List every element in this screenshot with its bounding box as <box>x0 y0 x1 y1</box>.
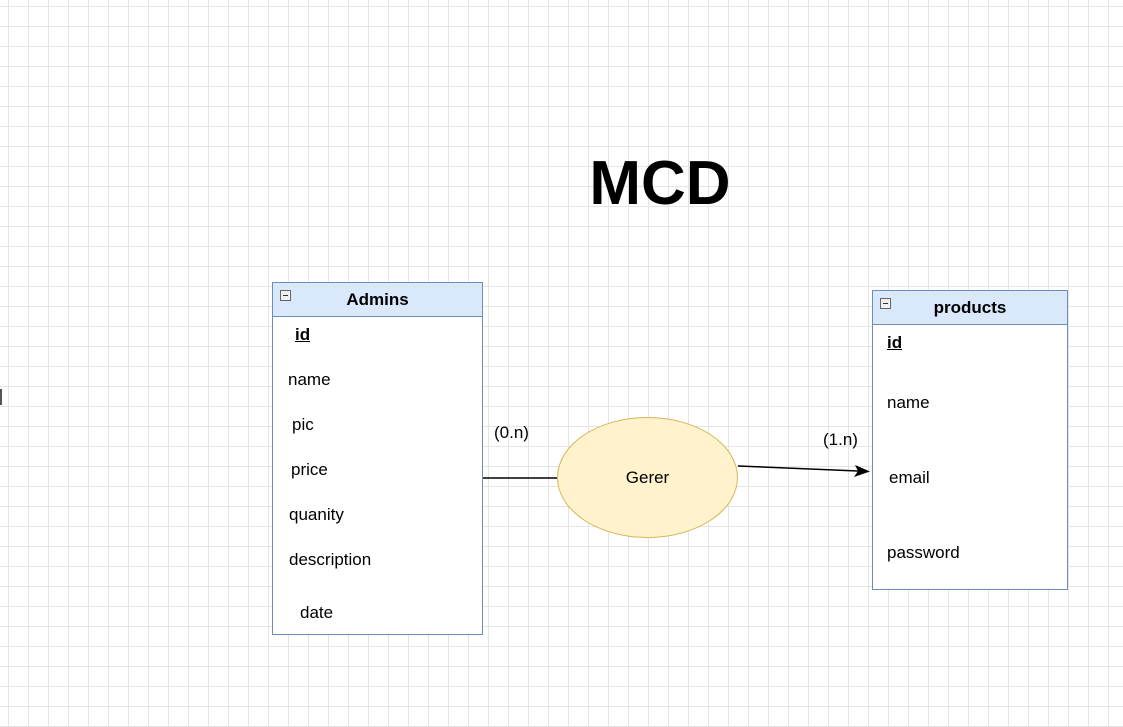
entity-admins-title: Admins <box>346 289 409 309</box>
admins-field-quanity[interactable]: quanity <box>289 505 344 524</box>
entity-products-title: products <box>933 297 1007 317</box>
entity-admins-header[interactable]: Admins <box>273 283 482 317</box>
admins-field-name[interactable]: name <box>288 370 331 389</box>
products-field-name[interactable]: name <box>887 393 930 412</box>
products-field-password[interactable]: password <box>887 543 960 562</box>
collapse-icon[interactable] <box>880 298 891 309</box>
admins-field-description[interactable]: description <box>289 550 372 569</box>
connector-gerer-products <box>737 465 859 472</box>
cardinality-right[interactable]: (1.n) <box>823 430 858 449</box>
relation-gerer[interactable]: Gerer <box>557 417 738 538</box>
admins-field-date[interactable]: date <box>300 603 334 622</box>
entity-products[interactable]: products id name email password <box>872 290 1068 590</box>
collapse-icon[interactable] <box>280 290 291 301</box>
diagram-title[interactable]: MCD <box>589 149 731 218</box>
products-field-email[interactable]: email <box>889 468 930 487</box>
products-field-id[interactable]: id <box>887 333 903 352</box>
admins-field-pic[interactable]: pic <box>292 415 314 434</box>
canvas-edge-marker <box>0 389 2 405</box>
arrowhead-icon <box>854 465 870 477</box>
entity-products-header[interactable]: products <box>873 291 1067 325</box>
relation-gerer-label: Gerer <box>625 467 670 487</box>
admins-field-id[interactable]: id <box>295 325 311 344</box>
entity-admins[interactable]: Admins id name pic price quanity descrip… <box>272 282 483 635</box>
admins-field-price[interactable]: price <box>291 460 328 479</box>
cardinality-left[interactable]: (0.n) <box>494 423 529 442</box>
